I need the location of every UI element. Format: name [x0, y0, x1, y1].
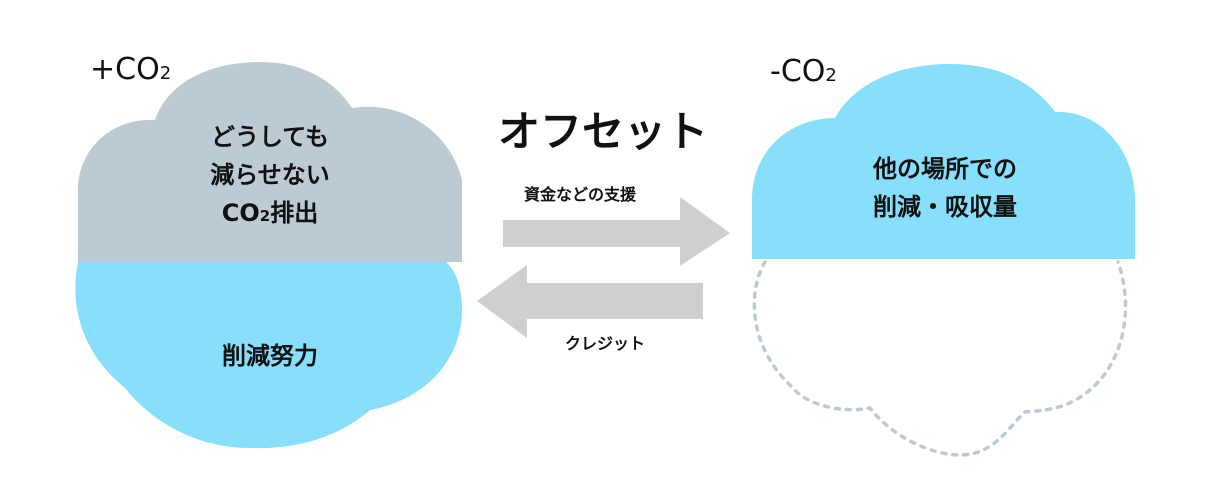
left-top-line-3-prefix: CO: [221, 199, 260, 227]
right-top-line-2: 削減・吸収量: [873, 193, 1017, 221]
left-cloud-bottom: [75, 262, 463, 449]
left-top-line-1: どうしても: [210, 123, 330, 151]
arrow-right-shape: [503, 197, 730, 266]
left-bottom-text: 削減努力: [222, 342, 318, 370]
right-cloud-top: [752, 64, 1135, 259]
arrow-right-label: 資金などの支援: [524, 185, 637, 204]
left-top-line-2: 減らせない: [210, 161, 330, 189]
left-label-prefix: +CO: [90, 52, 160, 87]
right-top-text: 他の場所での 削減・吸収量: [830, 150, 1060, 226]
left-top-line-3: CO2排出: [150, 194, 390, 235]
right-top-line-1: 他の場所での: [873, 155, 1017, 183]
diagram-title: オフセット: [498, 107, 709, 156]
left-top-line-3-suffix: 排出: [270, 199, 319, 227]
left-cloud-top: [78, 62, 462, 262]
left-top-text: どうしても 減らせない CO2排出: [150, 118, 390, 235]
right-label-prefix: -CO: [770, 54, 826, 89]
arrow-left-shape: [477, 265, 703, 338]
left-label-sub: 2: [159, 63, 172, 84]
arrow-left-label: クレジット: [565, 334, 646, 353]
right-label-sub: 2: [825, 65, 837, 86]
left-top-line-3-sub: 2: [259, 207, 271, 225]
left-label: +CO2: [90, 52, 171, 87]
right-cloud-dashed-outline: [752, 260, 1128, 457]
right-label: -CO2: [770, 54, 837, 89]
